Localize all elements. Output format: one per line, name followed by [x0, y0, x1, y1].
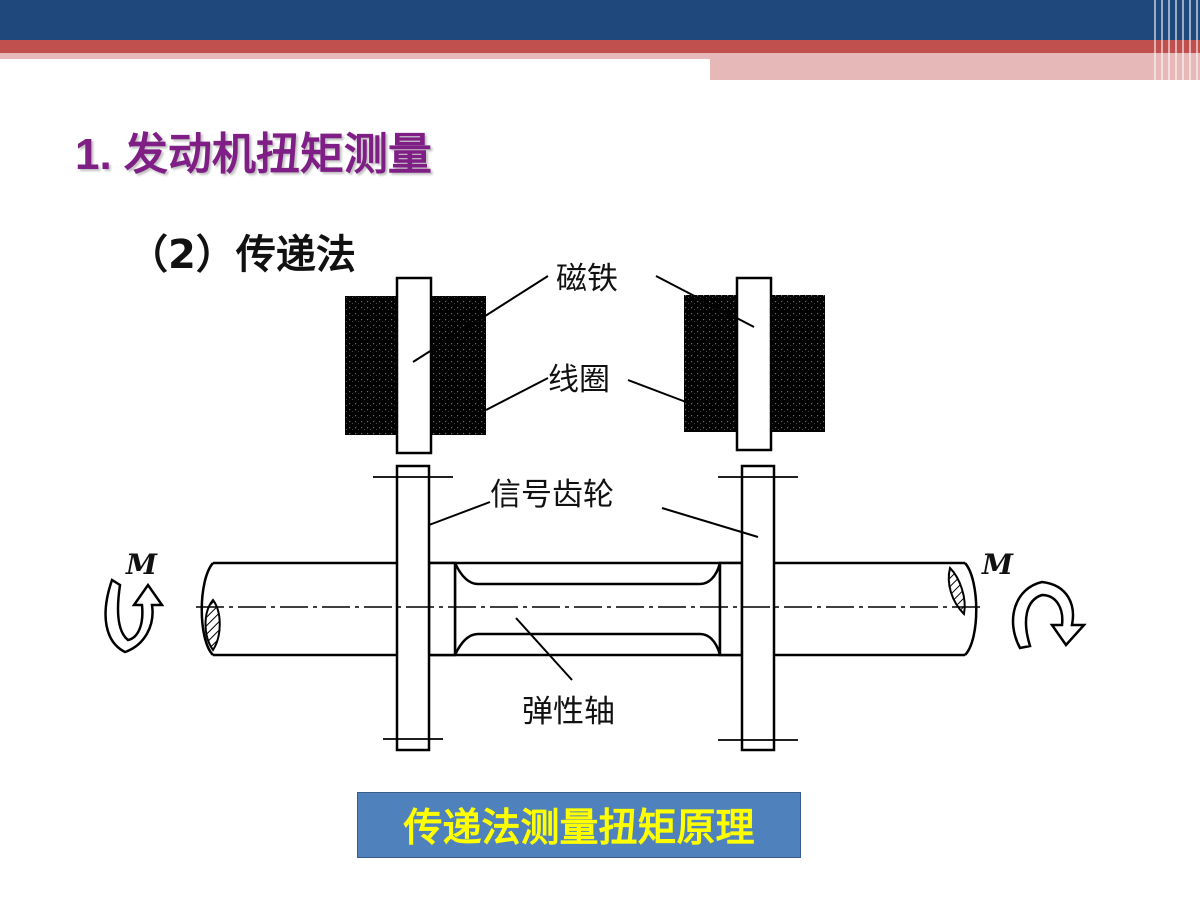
torque-label-right: M: [981, 548, 1014, 581]
left-shaft-section: [204, 598, 221, 652]
elastic-shaft: [453, 562, 722, 656]
caption-text: 传递法测量扭矩原理: [403, 806, 755, 851]
elastic-shaft-label: 弹性轴: [522, 694, 615, 730]
right-signal-gear: [740, 464, 776, 752]
header-band-pink-right: [710, 53, 1200, 80]
coil-label: 线圈: [548, 362, 610, 398]
right-hub: [718, 561, 744, 657]
gear-tick-lines: [373, 476, 798, 741]
signal-gear-label: 信号齿轮: [490, 477, 614, 513]
left-hub: [427, 561, 457, 657]
header-band-red: [0, 40, 1200, 53]
header-band-blue: [0, 0, 1200, 40]
torque-transfer-diagram: M M 磁铁 线圈 信号齿轮 弹性轴: [104, 261, 1087, 752]
magnet-label: 磁铁: [556, 261, 618, 297]
caption-box: 传递法测量扭矩原理: [357, 792, 801, 858]
main-shaft: [200, 561, 978, 657]
slide-subtitle: （2）传递法: [128, 232, 356, 278]
torque-label-left: M: [125, 548, 158, 581]
right-torque-arrow: [1011, 580, 1087, 650]
header-stripes: [1154, 0, 1200, 80]
right-shaft-section: [947, 566, 966, 617]
left-torque-arrow: [104, 578, 165, 654]
left-signal-gear: [395, 464, 431, 752]
left-magnet: [395, 276, 433, 455]
header-band-pink: [0, 53, 710, 59]
leader-lines: [412, 275, 759, 681]
slide-title: 1. 发动机扭矩测量: [75, 130, 432, 179]
right-magnet: [735, 276, 773, 452]
